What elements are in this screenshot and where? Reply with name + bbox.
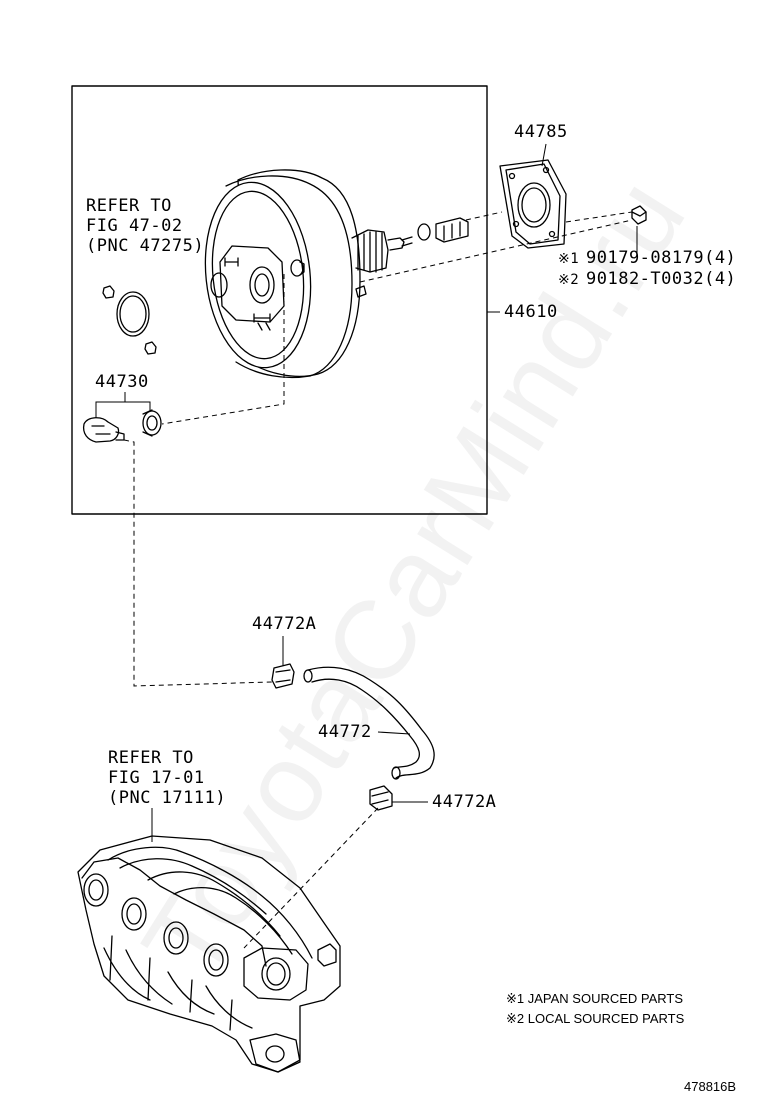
vacuum-hose-44772: [303, 666, 435, 780]
o-ring-and-nuts: [102, 285, 157, 355]
clamp-44772A-top: [271, 663, 295, 689]
part-44772A-bottom-label: 44772A: [432, 792, 497, 812]
refer-bottom-line1: REFER TO: [108, 748, 194, 768]
brake-booster-44610: [204, 169, 469, 379]
assembly-frame: [71, 85, 488, 515]
intake-manifold: [77, 835, 341, 1073]
refer-top-line1: REFER TO: [86, 196, 172, 216]
solid-leaders: [95, 143, 638, 842]
part-44785-label: 44785: [514, 122, 568, 142]
gasket-44785: [499, 159, 567, 249]
refer-top-line3: (PNC 47275): [86, 236, 205, 256]
refer-bottom-line3: (PNC 17111): [108, 788, 227, 808]
check-valve-44730: [82, 409, 162, 443]
part-44772-label: 44772: [318, 722, 372, 742]
bolt-2-mark: ※2: [558, 272, 580, 288]
part-44772A-top-label: 44772A: [252, 614, 317, 634]
refer-bottom-line2: FIG 17-01: [108, 768, 205, 788]
figure-id: 478816B: [684, 1079, 737, 1094]
bolt-2-label: 90182-T0032(4): [586, 269, 737, 289]
part-44730-label: 44730: [95, 372, 149, 392]
note-local-sourced: ※2 LOCAL SOURCED PARTS: [506, 1011, 685, 1026]
clamp-44772A-bottom: [369, 785, 393, 811]
bolt-1-label: 90179-08179(4): [586, 248, 737, 268]
part-44610-label: 44610: [504, 302, 558, 322]
refer-top-line2: FIG 47-02: [86, 216, 183, 236]
nut-90179: [631, 205, 647, 225]
bolt-1-mark: ※1: [558, 251, 580, 267]
dashed-leaders: [123, 211, 633, 949]
note-japan-sourced: ※1 JAPAN SOURCED PARTS: [506, 991, 684, 1006]
